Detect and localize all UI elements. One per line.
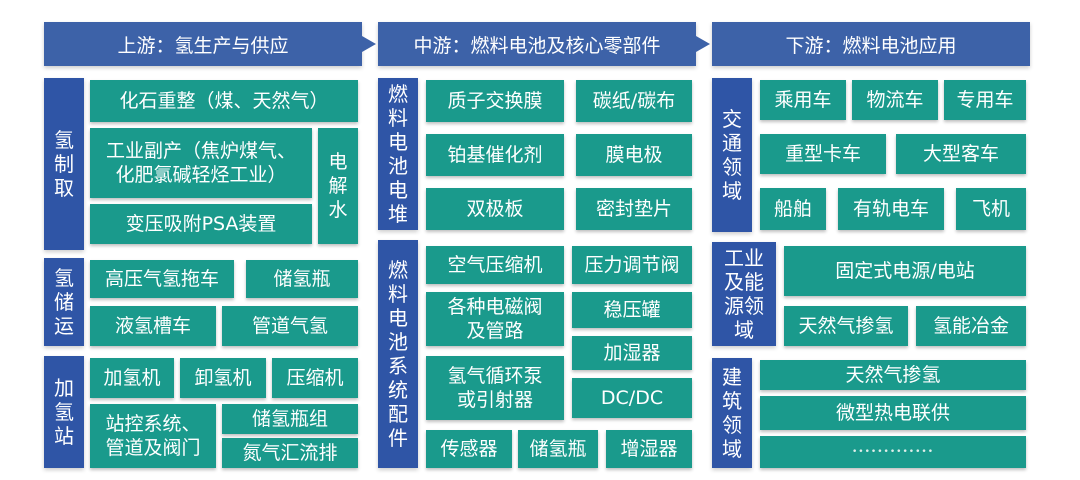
box-cylinder-group: 储氢瓶组	[222, 404, 358, 434]
box-industrial-byproduct: 工业副产（焦炉煤气、 化肥氯碱轻烃工业）	[90, 128, 312, 198]
box-ng-blending: 天然气掺氢	[784, 306, 908, 346]
box-logistics-vehicle: 物流车	[852, 80, 938, 120]
box-carbon-paper: 碳纸/碳布	[576, 80, 692, 122]
box-h2-cylinder: 储氢瓶	[246, 260, 358, 298]
box-fossil-reforming: 化石重整（煤、天然气）	[90, 80, 358, 122]
category-industry-energy: 工业 及能 源领 域	[712, 242, 776, 346]
box-electrolysis: 电 解 水	[318, 128, 358, 244]
box-humidifier: 加湿器	[572, 336, 692, 370]
box-compressor: 压缩机	[272, 358, 358, 398]
box-micro-chp: 微型热电联供	[760, 396, 1026, 430]
box-liquid-tanker: 液氢槽车	[90, 306, 216, 346]
box-tube-trailer: 高压气氢拖车	[90, 260, 234, 298]
box-station-control: 站控系统、 管道及阀门	[90, 404, 216, 468]
box-h2-metallurgy: 氢能冶金	[916, 306, 1026, 346]
box-catalyst: 铂基催化剂	[426, 134, 564, 176]
box-psa: 变压吸附PSA装置	[90, 204, 312, 244]
header-upstream: 上游：氢生产与供应	[44, 22, 362, 66]
box-surge-tank: 稳压罐	[572, 292, 692, 328]
box-pem: 质子交换膜	[426, 80, 564, 122]
box-dcdc: DC/DC	[572, 378, 692, 418]
category-h2-storage: 氢 储 运	[44, 258, 84, 346]
box-placeholder: •••••••••••••	[760, 436, 1026, 468]
category-building: 建 筑 领 域	[712, 358, 752, 468]
box-nitrogen-manifold: 氮气汇流排	[222, 438, 358, 468]
box-unloader: 卸氢机	[180, 358, 266, 398]
category-h2-production: 氢 制 取	[44, 78, 84, 250]
box-tram: 有轨电车	[838, 188, 944, 230]
box-sensor: 传感器	[426, 430, 512, 468]
box-h2-cylinder-system: 储氢瓶	[518, 430, 598, 468]
box-stationary-power: 固定式电源/电站	[784, 246, 1026, 296]
box-aircraft: 飞机	[956, 188, 1026, 230]
box-dispenser: 加氢机	[90, 358, 174, 398]
arrow-right-icon	[680, 36, 710, 52]
header-midstream: 中游：燃料电池及核心零部件	[378, 22, 696, 66]
category-fc-system: 燃 料 电 池 系 统 配 件	[378, 240, 418, 468]
box-bipolar-plate: 双极板	[426, 188, 564, 230]
box-ship: 船舶	[760, 188, 826, 230]
arrow-right-icon	[346, 36, 376, 52]
box-h2-recirculation-pump: 氢气循环泵 或引射器	[426, 356, 564, 420]
category-transport: 交 通 领 域	[712, 78, 752, 232]
placeholder-dots: •••••••••••••	[851, 447, 934, 457]
box-ng-blending-building: 天然气掺氢	[760, 360, 1026, 390]
box-special-vehicle: 专用车	[944, 80, 1026, 120]
box-bus: 大型客车	[896, 134, 1026, 174]
box-humidifier-2: 增湿器	[606, 430, 692, 468]
category-fc-stack: 燃 料 电 池 电 堆	[378, 78, 418, 230]
box-passenger-car: 乘用车	[760, 80, 846, 120]
box-heavy-truck: 重型卡车	[760, 134, 886, 174]
box-air-compressor: 空气压缩机	[426, 246, 564, 284]
category-h2-station: 加 氢 站	[44, 356, 84, 468]
box-gasket: 密封垫片	[576, 188, 692, 230]
box-pipeline: 管道气氢	[222, 306, 358, 346]
box-mea: 膜电极	[576, 134, 692, 176]
box-solenoid-valves: 各种电磁阀 及管路	[426, 292, 564, 346]
box-pressure-valve: 压力调节阀	[572, 246, 692, 284]
header-downstream: 下游：燃料电池应用	[712, 22, 1030, 66]
